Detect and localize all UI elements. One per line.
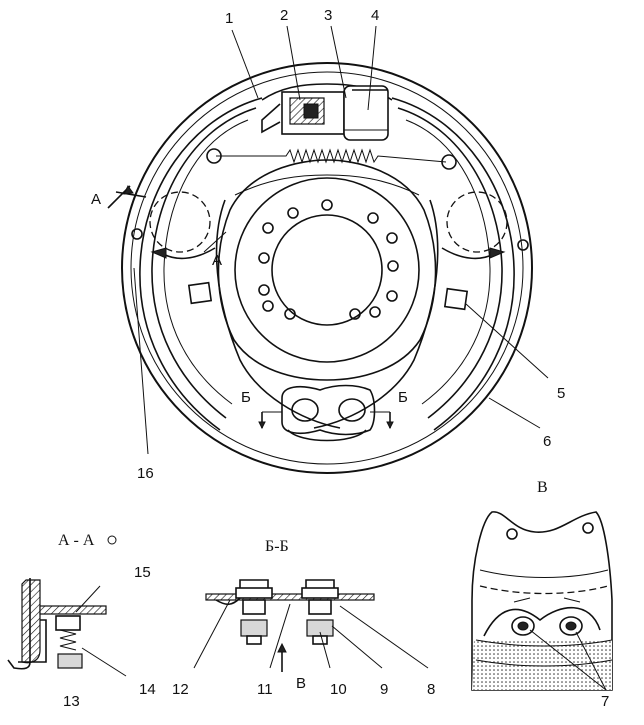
callout-14: 14 bbox=[139, 681, 156, 698]
section-bb-title: Б-Б bbox=[265, 538, 289, 555]
callout-4: 4 bbox=[371, 7, 379, 24]
adjusters bbox=[131, 191, 529, 260]
callout-8: 8 bbox=[427, 681, 435, 698]
callout-6: 6 bbox=[543, 433, 551, 450]
callout-9: 9 bbox=[380, 681, 388, 698]
leader-lines bbox=[133, 25, 549, 455]
section-mark-b-right: Б bbox=[398, 389, 408, 406]
backing-plate-rim bbox=[130, 71, 524, 465]
section-mark-a-top: А bbox=[91, 191, 101, 208]
callout-11: 11 bbox=[257, 681, 273, 698]
upper-return-spring bbox=[206, 148, 457, 170]
main-view: 1 2 3 4 5 6 16 А А Б Б bbox=[91, 7, 565, 482]
hub bbox=[217, 159, 437, 381]
section-aa-view: А - А 15 14 13 bbox=[7, 532, 156, 710]
callout-13: 13 bbox=[63, 693, 80, 710]
view-v-title: В bbox=[537, 479, 548, 496]
callout-1: 1 bbox=[225, 10, 233, 27]
section-aa-title: А - А bbox=[58, 532, 95, 549]
backing-plate bbox=[121, 62, 533, 474]
section-bb-view: Б-Б В 12 11 10 9 8 bbox=[172, 538, 435, 698]
lower-anchor bbox=[258, 384, 394, 442]
left-brake-shoe bbox=[139, 97, 341, 431]
hold-down-pin-left bbox=[187, 281, 213, 305]
callout-3: 3 bbox=[324, 7, 332, 24]
right-brake-shoe bbox=[313, 97, 515, 431]
callout-15: 15 bbox=[134, 564, 151, 581]
callout-2: 2 bbox=[280, 7, 288, 24]
section-mark-b-left: Б bbox=[241, 389, 251, 406]
section-mark-v-arrow: В bbox=[296, 675, 306, 692]
wheel-cylinder bbox=[261, 83, 393, 141]
callout-16: 16 bbox=[137, 465, 154, 482]
view-v: В 7 bbox=[471, 479, 613, 710]
callout-5: 5 bbox=[557, 385, 565, 402]
callout-7: 7 bbox=[601, 693, 609, 710]
callout-12: 12 bbox=[172, 681, 189, 698]
callout-10: 10 bbox=[330, 681, 347, 698]
hold-down-pin-right bbox=[443, 287, 469, 311]
hub-bolt-holes bbox=[258, 199, 399, 320]
section-mark-a-inner: А bbox=[212, 252, 222, 269]
